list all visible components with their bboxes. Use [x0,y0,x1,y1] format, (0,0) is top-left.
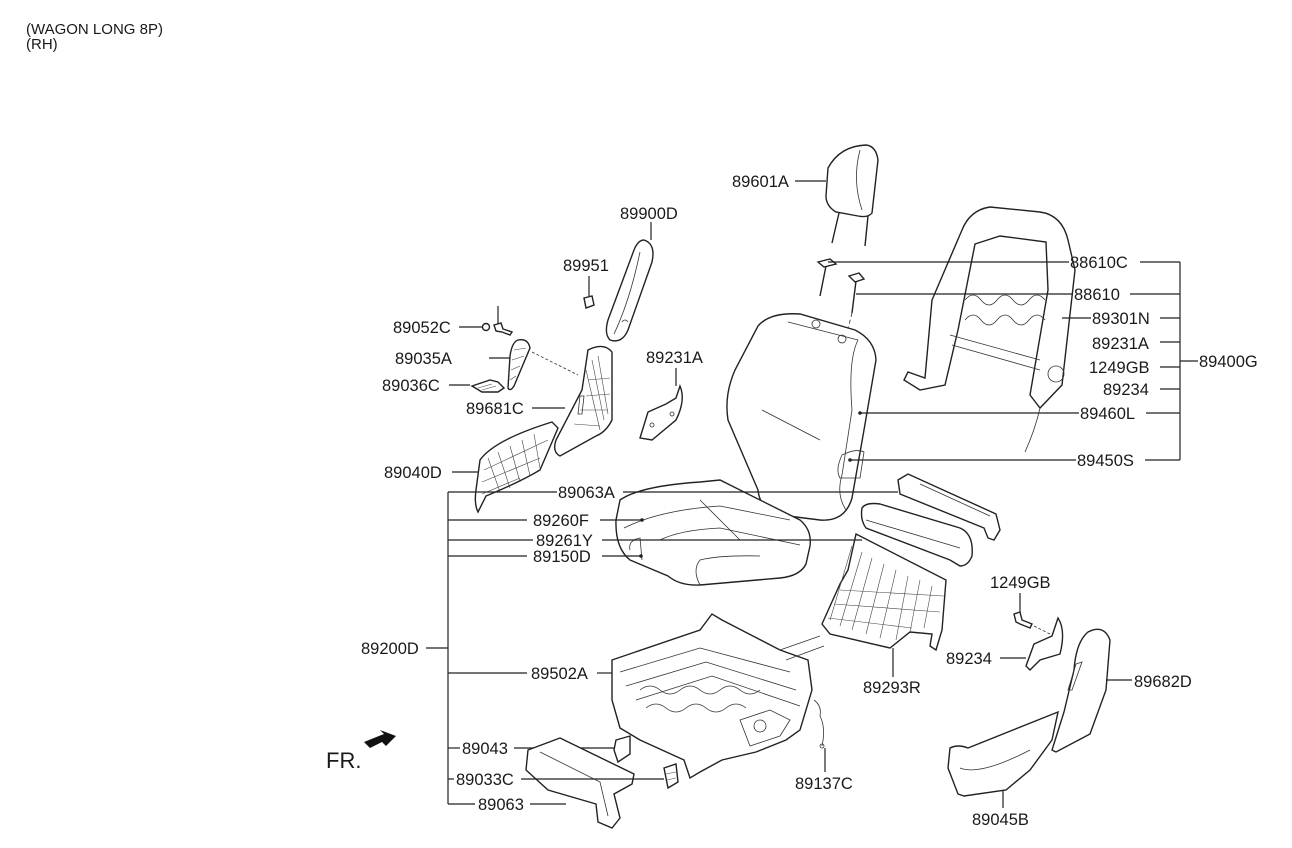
callout-89601A: 89601A [732,173,789,191]
variant-label: (WAGON LONG 8P) [26,21,163,38]
bolt-part[interactable] [1013,611,1033,629]
callout-89052C: 89052C [393,319,451,337]
callout-89900D: 89900D [620,205,678,223]
seat-frame-part[interactable] [611,613,825,780]
seatback-cover-part[interactable] [726,313,877,521]
callout-89951: 89951 [563,257,609,275]
callout-89231A-left: 89231A [646,349,703,367]
callout-89234-top: 89234 [1103,381,1149,399]
callout-89502A: 89502A [531,665,588,683]
callout-89036C: 89036C [382,377,440,395]
callout-89231A: 89231A [1092,335,1149,353]
callout-89035A: 89035A [395,350,452,368]
side-label: (RH) [26,36,58,53]
callout-89200D: 89200D [361,640,419,658]
callout-89260F: 89260F [533,512,589,530]
callout-89033C: 89033C [456,771,514,789]
callout-89293R: 89293R [863,679,921,697]
bracket-part[interactable] [639,384,683,441]
front-direction-label: FR. [326,748,362,773]
armrest-cover-part[interactable] [605,239,654,342]
callout-89301N: 89301N [1092,310,1150,328]
seatback-frame-part[interactable] [903,206,1076,453]
lower-cover-part[interactable] [525,737,635,829]
callout-89150D: 89150D [533,548,591,566]
callout-1249GB-top: 1249GB [1089,359,1150,377]
callout-89400G: 89400G [1199,353,1258,371]
lower-side-cover-part[interactable] [947,710,1059,797]
hinge-bracket-part[interactable] [1025,616,1064,671]
side-cover-upper-part[interactable] [897,473,1001,541]
small-cover-part[interactable] [613,735,631,764]
cable-part[interactable] [813,699,825,749]
bracket-small-part[interactable] [663,763,679,790]
arrow-front-left-icon [364,730,396,748]
callout-88610: 88610 [1074,286,1120,304]
callout-89137C: 89137C [795,775,853,793]
back-side-cover-part[interactable] [1051,628,1111,753]
side-shield-front-part[interactable] [474,421,559,514]
callout-88610C: 88610C [1070,254,1128,272]
callout-89045B: 89045B [972,811,1029,829]
callout-89063A: 89063A [558,484,615,502]
callout-89460L: 89460L [1080,405,1135,423]
seat-cushion-part[interactable] [615,479,811,586]
callout-89234: 89234 [946,650,992,668]
side-shield-back-part[interactable] [553,345,613,457]
recliner-handle-part[interactable] [507,338,531,391]
callout-89063: 89063 [478,796,524,814]
knob-part[interactable] [470,379,506,393]
headrest-guide-part[interactable] [816,258,866,314]
callout-89682D: 89682D [1134,673,1192,691]
callout-89450S: 89450S [1077,452,1134,470]
callout-89261Y: 89261Y [536,532,593,550]
clip-part[interactable] [583,295,595,309]
callout-89040D: 89040D [384,464,442,482]
callout-89043: 89043 [462,740,508,758]
headrest-part[interactable] [825,144,879,247]
side-pad-part[interactable] [860,502,973,567]
callout-1249GB: 1249GB [990,574,1051,592]
callout-89681C: 89681C [466,400,524,418]
cushion-shield-part[interactable] [821,532,947,652]
screw-part[interactable] [481,322,514,336]
